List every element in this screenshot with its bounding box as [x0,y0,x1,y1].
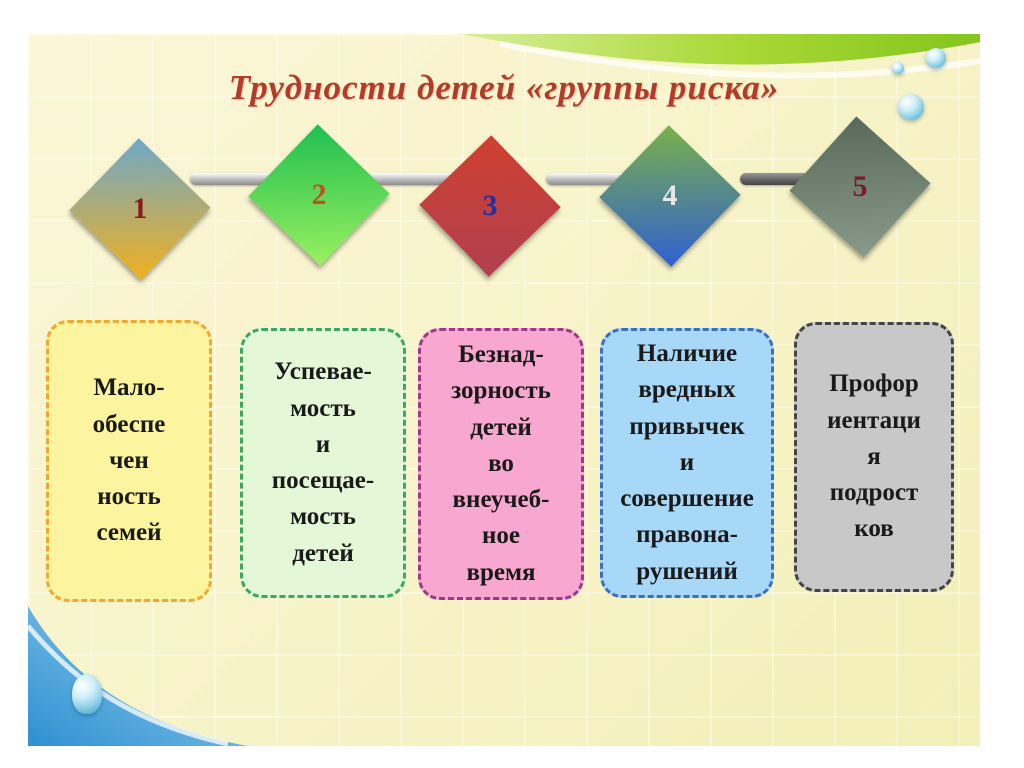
step-4-number: 4 [662,179,678,212]
step-5-diamond: 5 [789,116,931,258]
step-2-card-line: мость [290,394,356,422]
step-1-diamond: 1 [69,138,211,280]
slide-title: Трудности детей «группы риска» [228,68,780,107]
step-4-card-line: рушений [636,557,738,585]
step-4-card-line: вредных [638,376,736,404]
step-1-number: 1 [132,192,148,225]
step-1-card: Мало-обеспе чен ность семей [46,320,212,602]
step-4-card: Наличие вредных привычек и совершение правона… [600,328,774,598]
step-2-card-line: детей [292,539,354,567]
step-5-number: 5 [852,170,868,203]
step-3-card-line: детей [470,413,532,441]
step-4-card-line: совершение [620,485,754,513]
step-4-card-line: правона- [636,521,738,549]
step-1-card-line: чен [109,446,149,474]
step-3-card-line: во [488,449,514,477]
step-5-card-line: иентаци [827,406,921,434]
step-2-card-line: мость [290,503,356,531]
water-drop-icon [892,62,904,74]
step-3-card-line: внеучеб- [452,486,550,514]
step-5-card-line: я [867,442,881,470]
step-5-card: Профор иентаци я подрост ков [794,322,954,592]
step-2-diamond: 2 [248,124,390,266]
step-1-card-line: Мало- [93,374,165,402]
step-4-card-line: и [679,448,695,476]
step-5-card-line: Профор [829,370,919,398]
water-drop-icon [72,674,102,714]
step-2-card-line: Успевае- [274,358,372,386]
step-1-card-line: обеспе [92,410,166,438]
step-3-number: 3 [482,189,498,222]
step-2-card: Успевае-мость и посещае-мость детей [240,328,406,598]
step-5-card-line: подрост [829,479,919,507]
slide: Трудности детей «группы риска» 1 2 3 4 5… [28,34,980,746]
step-1-card-line: семей [96,519,162,547]
blue-swoosh-decoration [28,606,248,746]
step-3-card-line: зорность [451,377,551,405]
water-drop-icon [898,94,924,120]
step-2-card-line: и [315,430,331,458]
step-4-diamond: 4 [599,125,741,267]
step-3-card-line: время [466,558,536,586]
step-5-card-line: ков [854,515,894,543]
step-3-card: Безнад-зорность детей во внеучеб-ное время [418,328,584,600]
step-2-card-line: посещае- [271,467,375,494]
step-4-card-line: Наличие [636,340,738,368]
step-3-card-line: Безнад- [458,341,544,369]
water-drop-icon [926,48,946,68]
step-2-number: 2 [311,178,327,211]
step-3-card-line: ное [481,522,520,550]
step-4-card-line: привычек [629,412,745,440]
step-3-diamond: 3 [419,135,561,277]
step-1-card-line: ность [97,483,161,511]
